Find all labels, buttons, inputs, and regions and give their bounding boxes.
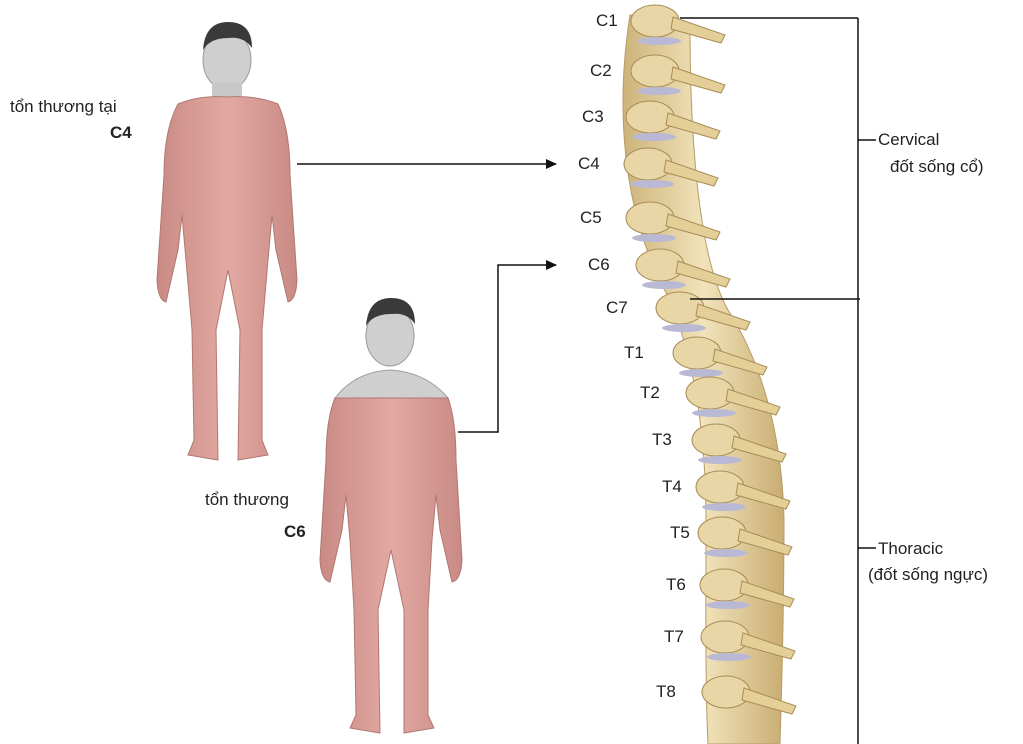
injury-c4-level: C4 — [110, 124, 132, 141]
arrow-c6 — [458, 265, 556, 432]
vertebra-t3 — [692, 424, 740, 456]
vertebra-label-t8: T8 — [656, 683, 676, 700]
intervertebral-disc — [698, 456, 742, 464]
vertebra-c1 — [631, 5, 679, 37]
vertebra-c4 — [624, 148, 672, 180]
vertebra-label-c5: C5 — [580, 209, 602, 226]
vertebra-c2 — [631, 55, 679, 87]
thoracic-sublabel: (đốt sống ngực) — [868, 566, 988, 583]
vertebra-c6 — [636, 249, 684, 281]
injury-c6-line1: tổn thương — [205, 491, 289, 508]
intervertebral-disc — [637, 37, 681, 45]
intervertebral-disc — [707, 653, 751, 661]
vertebra-c5 — [626, 202, 674, 234]
vertebra-t5 — [698, 517, 746, 549]
vertebra-t4 — [696, 471, 744, 503]
vertebra-label-t2: T2 — [640, 384, 660, 401]
vertebra-label-t4: T4 — [662, 478, 682, 495]
intervertebral-disc — [704, 549, 748, 557]
figure-c6-injury — [320, 298, 462, 733]
intervertebral-disc — [630, 180, 674, 188]
spine-illustration — [623, 5, 796, 744]
vertebra-label-c3: C3 — [582, 108, 604, 125]
cervical-sublabel: đốt sống cổ) — [890, 158, 984, 175]
injury-c6-level: C6 — [284, 523, 306, 540]
intervertebral-disc — [706, 601, 750, 609]
intervertebral-disc — [679, 369, 723, 377]
vertebra-label-c1: C1 — [596, 12, 618, 29]
figure-c4-injury — [157, 22, 297, 460]
vertebra-label-t5: T5 — [670, 524, 690, 541]
vertebra-label-t3: T3 — [652, 431, 672, 448]
intervertebral-disc — [702, 503, 746, 511]
vertebra-label-t6: T6 — [666, 576, 686, 593]
vertebra-t8 — [702, 676, 750, 708]
intervertebral-disc — [692, 409, 736, 417]
vertebra-label-c6: C6 — [588, 256, 610, 273]
intervertebral-disc — [637, 87, 681, 95]
vertebra-label-c2: C2 — [590, 62, 612, 79]
vertebra-label-t7: T7 — [664, 628, 684, 645]
vertebra-t1 — [673, 337, 721, 369]
vertebra-label-c4: C4 — [578, 155, 600, 172]
intervertebral-disc — [632, 234, 676, 242]
intervertebral-disc — [642, 281, 686, 289]
cervical-label: Cervical — [878, 131, 939, 148]
vertebra-c7 — [656, 292, 704, 324]
injury-c4-line1: tổn thương tại — [10, 98, 117, 115]
cervical-bracket — [680, 18, 876, 299]
vertebra-label-c7: C7 — [606, 299, 628, 316]
intervertebral-disc — [662, 324, 706, 332]
vertebra-t2 — [686, 377, 734, 409]
intervertebral-disc — [632, 133, 676, 141]
vertebra-label-t1: T1 — [624, 344, 644, 361]
thoracic-bracket — [858, 299, 876, 744]
vertebra-c3 — [626, 101, 674, 133]
vertebra-t7 — [701, 621, 749, 653]
thoracic-label: Thoracic — [878, 540, 943, 557]
vertebra-t6 — [700, 569, 748, 601]
